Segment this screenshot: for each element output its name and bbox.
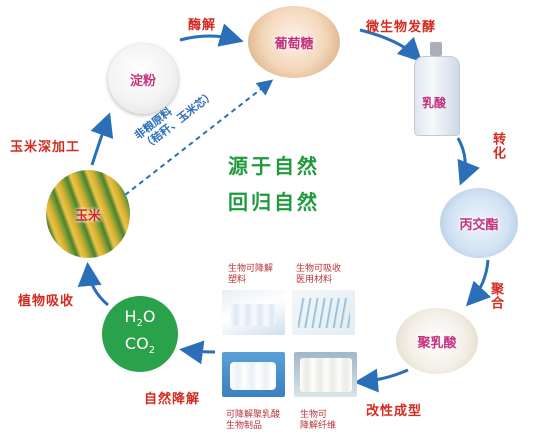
arrow-lactide-to-pla [465,259,492,307]
arrow-glucose-to-lactic [359,28,423,63]
lactide-label: 丙交酯 [459,217,499,233]
starch-node: 淀粉 [108,44,178,114]
step-absorption: 植物吸收 [18,294,75,309]
arrow-starch-to-glucose [179,23,244,47]
fiber-spools [300,358,352,392]
arrow-corn-to-starch [90,112,114,166]
arrow-products-to-co2 [179,340,216,365]
medical-sutures [298,298,350,328]
plastic-rolls [230,304,276,326]
product-label-fiber: 生物可 降解纤维 [300,410,337,431]
bioproduct-cups [230,362,276,390]
corn-node: 玉米 [46,170,130,258]
arrow-nongrain-to-glucose [124,79,274,196]
starch-label: 淀粉 [129,73,156,89]
product-label-plastics: 生物可降解 塑料 [228,264,274,285]
lactic-acid-label: 乳酸 [422,96,447,110]
step-polymerization: 聚合 [488,282,503,310]
step-fermentation: 微生物发酵 [366,20,437,35]
corn-label: 玉米 [74,208,101,224]
glucose-label: 葡萄糖 [274,36,314,52]
arrow-lactic-to-lactide [456,137,480,186]
product-image-plastics [222,290,285,335]
glucose-node: 葡萄糖 [248,6,340,78]
h2o-formula: H2O [124,306,156,329]
lactic-acid-bottle: 乳酸 [408,42,464,136]
pla-node: 聚乳酸 [396,308,478,374]
step-corn-processing: 玉米深加工 [10,140,81,155]
step-modification: 改性成型 [366,404,423,419]
pla-label: 聚乳酸 [417,335,457,351]
product-image-bioproducts [222,352,285,397]
arrow-pla-to-products [354,368,409,393]
product-label-bioproducts: 可降解聚乳酸 生物制品 [226,410,281,431]
bottle-body [414,56,460,136]
product-image-medical [292,290,355,335]
co2-formula: CO2 [124,334,156,357]
arrow-co2-to-corn [77,262,109,307]
step-conversion: 转化 [490,132,505,160]
step-enzymolysis: 酶解 [188,18,217,33]
lactide-node: 丙交酯 [440,188,518,258]
step-degradation: 自然降解 [144,392,201,407]
center-title-line2: 回归自然 [228,190,320,214]
h2o-co2-circle: H2O CO2 [102,296,178,372]
bottle-cap [430,42,442,56]
product-label-medical: 生物可吸收 医用材料 [296,264,342,285]
center-title-line1: 源于自然 [228,154,320,178]
product-image-fiber [294,352,357,397]
